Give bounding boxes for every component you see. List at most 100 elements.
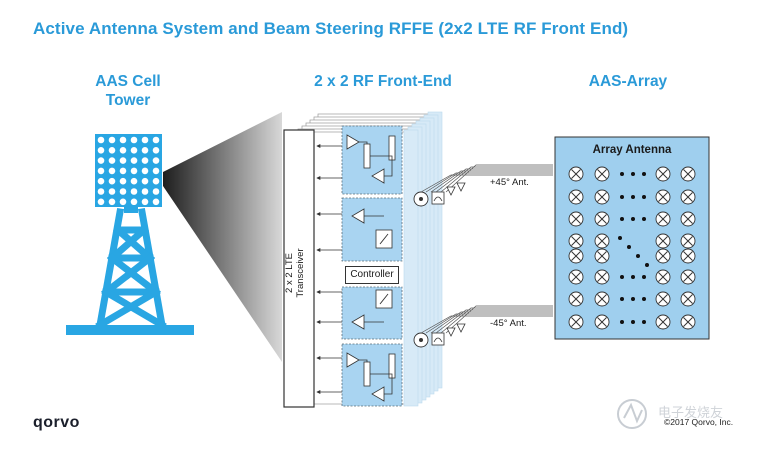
pa-amplifier-icon <box>346 134 360 150</box>
tower-panel-dot <box>152 136 160 144</box>
tower-panel-dot <box>141 167 149 175</box>
antenna-ellipsis-dot <box>620 275 624 279</box>
tower-panel-dot <box>119 136 127 144</box>
tower-panel-dot <box>130 167 138 175</box>
qorvo-logo: qorvo <box>33 414 80 431</box>
antenna-feed-line <box>440 307 553 334</box>
coupler-dot <box>419 338 423 342</box>
module-wire <box>384 378 393 395</box>
tower-panel-dot <box>119 157 127 164</box>
detector-icon <box>431 332 445 346</box>
antenna-element-cross <box>683 192 693 202</box>
tower-panel-dot <box>108 157 116 164</box>
antenna-element-cross <box>571 236 581 246</box>
feed-amplifier-icon <box>446 186 456 196</box>
array-antenna-label: Array Antenna <box>592 144 672 156</box>
tower-panel-dot <box>97 136 105 144</box>
antenna-element-cross <box>658 192 668 202</box>
antenna-element-cross <box>658 317 668 327</box>
tower-panel-dot <box>141 177 149 185</box>
tower-panel-dot <box>97 167 105 175</box>
antenna-element-cross <box>658 272 668 282</box>
tower-panel <box>95 134 162 207</box>
tower-panel-dot <box>152 147 160 154</box>
tower-panel-dot <box>152 188 160 195</box>
antenna-element-cross <box>597 192 607 202</box>
module-wire <box>384 160 393 177</box>
heading-cell-tower: AAS Cell Tower <box>78 72 178 110</box>
tower-panel-dot <box>97 157 105 164</box>
detector-icon <box>431 191 445 205</box>
antenna-element-cross <box>683 294 693 304</box>
antenna-feed-line <box>430 311 553 334</box>
antenna-element-cross <box>597 214 607 224</box>
tower-panel-dot <box>119 198 127 206</box>
antenna-element-cross <box>571 169 581 179</box>
antenna-ellipsis-dot <box>627 245 631 249</box>
antenna-ellipsis-dot <box>642 320 646 324</box>
antenna-ellipsis-dot <box>620 217 624 221</box>
copyright-text: ©2017 Qorvo, Inc. <box>664 417 734 427</box>
antenna-element-cross <box>683 317 693 327</box>
antenna-feed-line <box>435 168 553 193</box>
antenna-feed-line <box>420 174 553 193</box>
coverage-beam <box>163 112 282 362</box>
antenna-element-cross <box>683 214 693 224</box>
antenna-feed-line <box>435 309 553 334</box>
antenna-element-cross <box>597 272 607 282</box>
antenna-element-cross <box>658 169 668 179</box>
tower-panel-dot <box>130 157 138 164</box>
tower-panel-dot <box>130 147 138 154</box>
antenna-ellipsis-dot <box>631 217 635 221</box>
tower-panel-dot <box>141 136 149 144</box>
antenna-element-cross <box>683 236 693 246</box>
tower-mast-top <box>124 205 138 213</box>
antenna-element-cross <box>571 294 581 304</box>
tower-panel-dot <box>108 198 116 206</box>
transceiver-arrows <box>316 144 342 394</box>
tower-panel-dot <box>130 177 138 185</box>
transceiver-label-line1: 2 x 2 LTE <box>284 253 295 293</box>
module-wire <box>359 141 368 144</box>
tower-panel-dot <box>97 147 105 154</box>
switch-blade <box>379 293 389 305</box>
antenna-element-cross <box>658 294 668 304</box>
tower-panel-dot <box>130 136 138 144</box>
heading-cell-tower-line1: AAS Cell <box>95 73 161 90</box>
feed-amplifier-icon <box>446 327 456 337</box>
tower-panel-dot <box>152 167 160 175</box>
watermark-icon <box>617 399 647 429</box>
antenna-element-cross <box>571 251 581 261</box>
minus45-antenna-label: -45° Ant. <box>490 318 527 329</box>
tower-panel-dot <box>119 177 127 185</box>
antenna-ellipsis-dot <box>645 263 649 267</box>
front-end-modules <box>341 125 403 407</box>
tower-panel-dot <box>108 188 116 195</box>
antenna-element-cross <box>597 294 607 304</box>
antenna-element-cross <box>658 236 668 246</box>
tower-panel-dot <box>119 188 127 195</box>
antenna-routing <box>413 164 553 348</box>
heading-aas-array: AAS-Array <box>588 73 668 90</box>
controller-box: Controller <box>345 266 399 284</box>
transceiver-label: 2 x 2 LTE Transceiver <box>284 238 314 308</box>
tower-base <box>66 325 194 335</box>
tower-panel-grid <box>95 134 162 207</box>
antenna-ellipsis-dot <box>642 275 646 279</box>
tower-panel-dot <box>152 157 160 164</box>
detector-curve <box>433 337 443 343</box>
antenna-ellipsis-dot <box>642 195 646 199</box>
front-end-module <box>341 286 403 340</box>
array-antenna-elements <box>568 166 696 330</box>
front-end-module <box>341 197 403 262</box>
antenna-feed-line <box>425 313 553 334</box>
detector-curve <box>433 196 443 202</box>
antenna-feed-line <box>430 170 553 193</box>
tower-panel-dot <box>141 157 149 164</box>
tower-panel-dot <box>108 177 116 185</box>
antenna-ellipsis-dot <box>620 320 624 324</box>
tower-panel-dot <box>108 147 116 154</box>
antenna-ellipsis-dot <box>631 297 635 301</box>
watermark-text: 电子发烧友 <box>658 405 724 420</box>
